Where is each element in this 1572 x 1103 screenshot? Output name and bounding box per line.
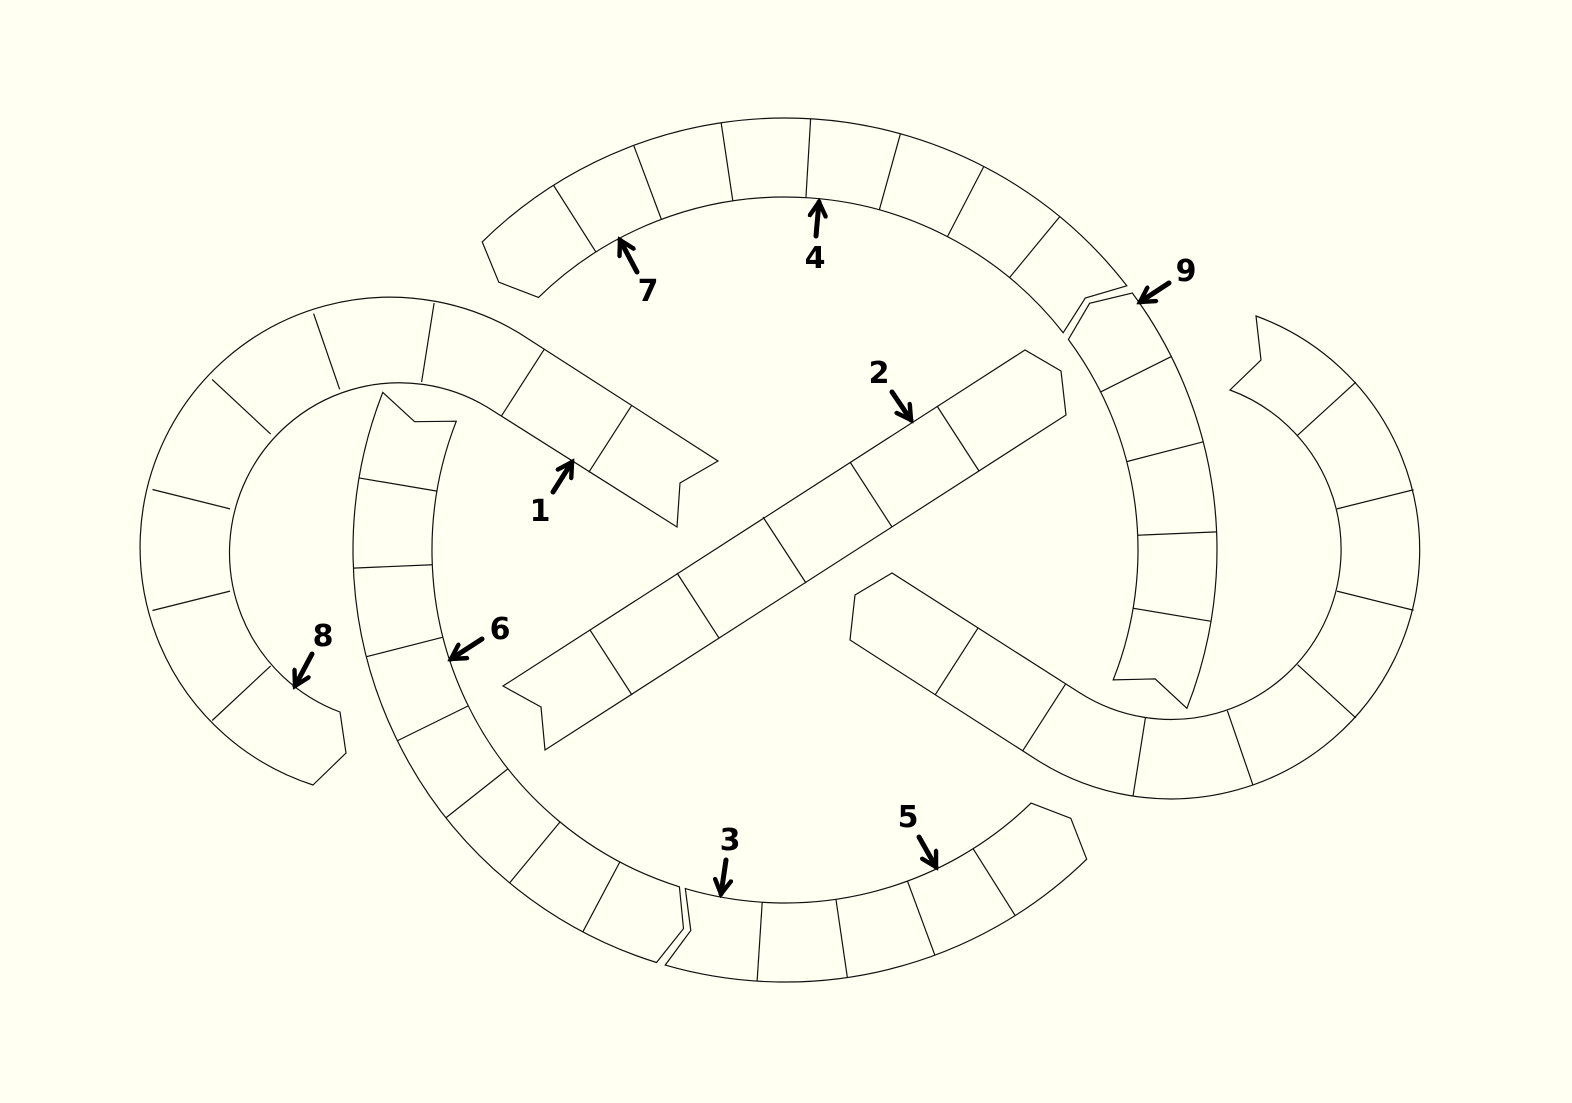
cell-divider xyxy=(1297,381,1357,436)
clue-number: 3 xyxy=(720,823,741,858)
cell-divider xyxy=(353,564,433,569)
clue-9: 9 xyxy=(1140,254,1197,305)
track-bottom-right-arc[interactable] xyxy=(664,802,1088,983)
track-1-hook-left[interactable] xyxy=(139,296,720,786)
cell-divider xyxy=(1336,590,1414,611)
clue-number: 6 xyxy=(490,612,511,647)
clue-4: 4 xyxy=(805,202,826,276)
track-left-arc[interactable] xyxy=(352,391,685,964)
clue-2: 2 xyxy=(869,356,914,420)
arrow-icon xyxy=(1140,280,1172,305)
cell-divider xyxy=(1297,664,1357,719)
cell-divider xyxy=(500,348,545,417)
cell-divider xyxy=(835,899,848,978)
cell-divider xyxy=(421,302,435,383)
arrow-icon xyxy=(816,202,819,239)
cell-divider xyxy=(366,636,444,658)
clue-number: 7 xyxy=(638,274,659,309)
cell-divider xyxy=(553,184,597,253)
cell-divider xyxy=(1022,683,1067,752)
cell-divider xyxy=(1137,531,1217,536)
cell-divider xyxy=(972,848,1016,916)
cell-divider xyxy=(445,768,509,819)
cell-divider xyxy=(152,488,231,510)
cell-divider xyxy=(211,379,272,435)
track-right-arc[interactable] xyxy=(1067,292,1218,710)
cell-divider xyxy=(906,880,936,956)
arrow-icon xyxy=(721,857,726,894)
cell-divider xyxy=(1336,489,1414,510)
cell-divider xyxy=(805,118,812,198)
cell-divider xyxy=(720,122,734,201)
cell-divider xyxy=(1133,607,1212,622)
clue-number: 9 xyxy=(1176,254,1197,289)
clue-number: 1 xyxy=(530,494,551,529)
clue-number: 5 xyxy=(898,800,919,835)
cell-divider xyxy=(1100,356,1172,393)
track-hook-right[interactable] xyxy=(849,315,1421,800)
clue-5: 5 xyxy=(898,800,939,867)
cell-divider xyxy=(1132,717,1146,797)
clue-1: 1 xyxy=(530,462,575,529)
clue-number: 8 xyxy=(313,619,334,654)
cell-divider xyxy=(152,590,231,612)
clue-7: 7 xyxy=(620,240,658,309)
cell-dividers xyxy=(152,118,1414,982)
cell-divider xyxy=(946,166,985,237)
cell-divider xyxy=(1009,216,1061,278)
cell-divider xyxy=(1226,710,1254,786)
cell-divider xyxy=(313,313,341,390)
cell-divider xyxy=(756,902,763,982)
arrow-icon xyxy=(916,834,939,867)
cell-divider xyxy=(934,627,979,695)
cell-divider xyxy=(358,477,438,492)
clue-number: 2 xyxy=(869,356,890,391)
cell-divider xyxy=(878,133,902,210)
clue-3: 3 xyxy=(720,823,741,894)
clue-6: 6 xyxy=(451,612,511,662)
cell-divider xyxy=(633,145,662,220)
cell-divider xyxy=(211,665,272,721)
clue-8: 8 xyxy=(295,619,333,686)
cell-divider xyxy=(588,405,633,473)
arrow-icon xyxy=(889,389,914,420)
cell-divider xyxy=(509,821,561,884)
clue-number: 4 xyxy=(805,241,826,276)
cell-divider xyxy=(582,861,621,933)
arrow-icon xyxy=(620,240,640,275)
arrow-icon xyxy=(295,651,315,686)
cell-divider xyxy=(1126,441,1204,463)
cell-divider xyxy=(397,705,469,742)
arrow-icon xyxy=(451,636,485,662)
arrow-icon xyxy=(550,462,575,495)
